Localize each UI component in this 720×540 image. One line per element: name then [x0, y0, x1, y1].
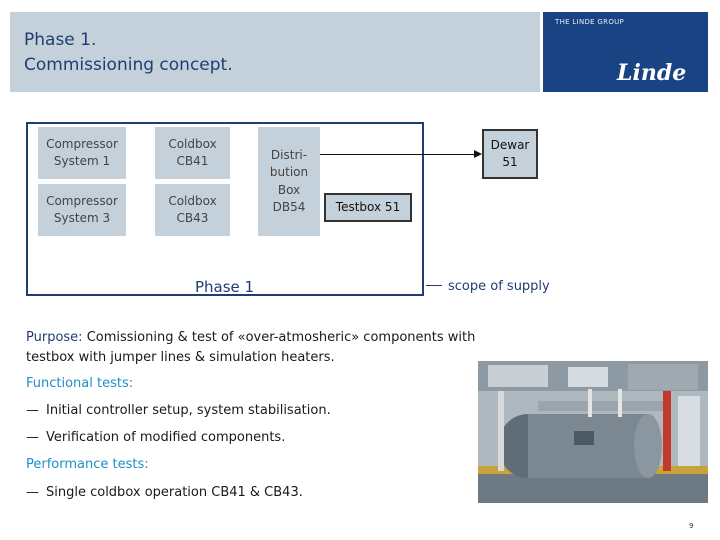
- logo-wordmark: Linde: [617, 60, 687, 86]
- header-band: [10, 12, 540, 92]
- list-item: — Initial controller setup, system stabil…: [26, 403, 331, 418]
- arrow-head-icon: [474, 150, 482, 158]
- block-testbox-51: Testbox 51: [324, 193, 412, 222]
- list-item-text: Single coldbox operation CB41 & CB43.: [46, 485, 303, 500]
- functional-tests-heading: Functional tests:: [26, 376, 134, 391]
- list-item-text: Verification of modified components.: [46, 430, 286, 445]
- page-number: 9: [689, 522, 694, 530]
- page-title: Phase 1.: [24, 30, 97, 50]
- linde-logo: THE LINDE GROUP Linde: [543, 12, 708, 92]
- list-item: — Verification of modified components.: [26, 430, 285, 445]
- list-item-text: Initial controller setup, system stabili…: [46, 403, 331, 418]
- block-coldbox-cb41: Coldbox CB41: [155, 127, 230, 179]
- scope-legend-label: scope of supply: [448, 279, 550, 294]
- logo-group-text: THE LINDE GROUP: [555, 18, 625, 26]
- purpose-text: Comissioning & test of «over-atmosheric»…: [26, 330, 476, 365]
- block-coldbox-cb43: Coldbox CB43: [155, 184, 230, 236]
- scope-legend-line: [426, 285, 442, 286]
- block-compressor-system-1: Compressor System 1: [38, 127, 126, 179]
- connection-line: [320, 154, 474, 155]
- bullet-dash: —: [26, 430, 39, 445]
- test-facility-photo: [478, 361, 708, 503]
- purpose-label: Purpose:: [26, 330, 83, 345]
- page-subtitle: Commissioning concept.: [24, 55, 233, 75]
- block-dewar-51: Dewar 51: [482, 129, 538, 179]
- phase-label: Phase 1: [195, 278, 255, 296]
- bullet-dash: —: [26, 403, 39, 418]
- list-item: — Single coldbox operation CB41 & CB43.: [26, 485, 303, 500]
- performance-tests-heading: Performance tests:: [26, 457, 149, 472]
- block-compressor-system-3: Compressor System 3: [38, 184, 126, 236]
- scope-of-supply-frame: [26, 122, 424, 296]
- purpose-paragraph: Purpose: Comissioning & test of «over-at…: [26, 328, 486, 367]
- bullet-dash: —: [26, 485, 39, 500]
- block-distribution-box-db54: Distri- bution Box DB54: [258, 127, 320, 236]
